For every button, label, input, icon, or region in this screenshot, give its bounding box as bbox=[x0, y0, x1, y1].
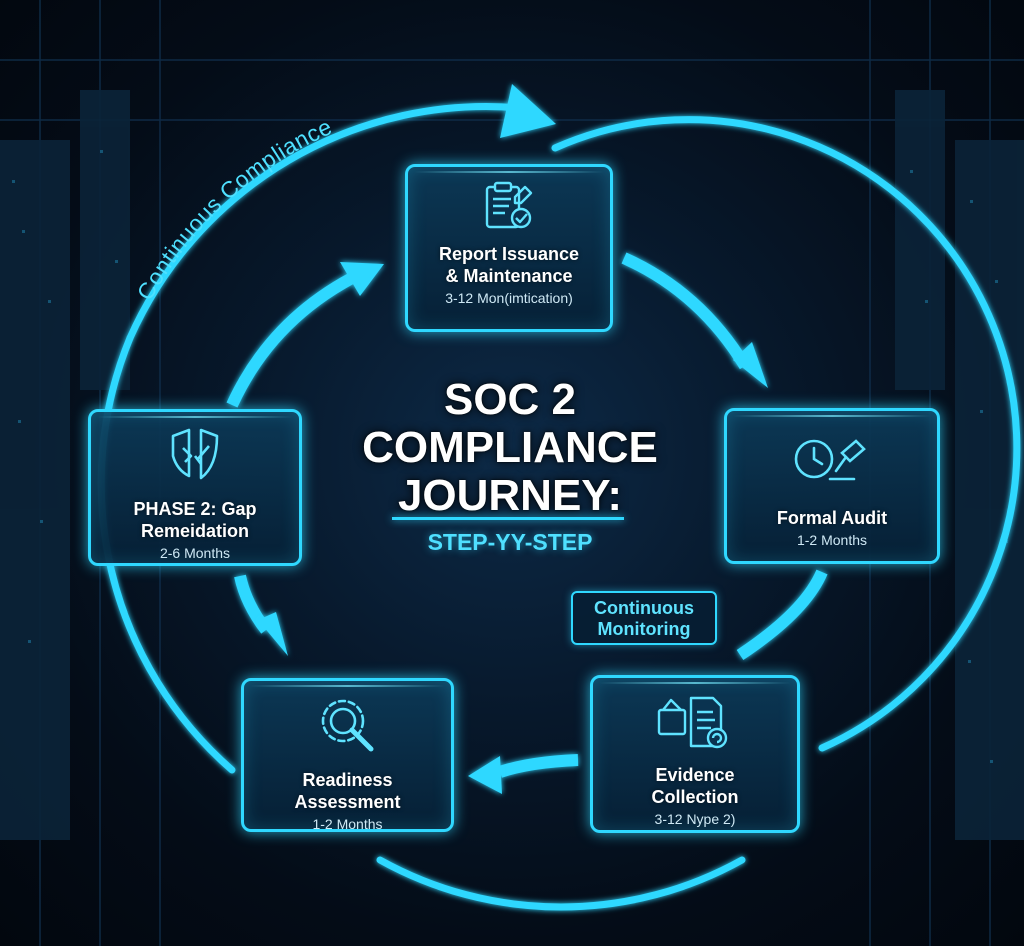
step-title: Readiness Assessment bbox=[294, 770, 401, 812]
diagram-title: SOC 2 COMPLIANCE JOURNEY: bbox=[362, 375, 658, 520]
step-title: PHASE 2: Gap Remeidation bbox=[133, 499, 257, 541]
clipboard-check-icon bbox=[485, 181, 533, 229]
step-title: Report Issuance & Maintenance bbox=[438, 244, 580, 286]
outer-loop-label: Continuous Compliance bbox=[132, 113, 336, 304]
step-duration: 2-6 Months bbox=[159, 545, 231, 561]
step-duration: 1-2 Months bbox=[796, 532, 868, 548]
step-card-evidence-collection[interactable]: Evidence Collection 3-12 Nype 2) bbox=[590, 675, 800, 833]
inner-arrowheads bbox=[258, 262, 768, 794]
step-card-formal-audit[interactable]: Formal Audit 1-2 Months bbox=[724, 408, 940, 564]
gear-magnifier-icon bbox=[321, 699, 373, 752]
step-duration: 3-12 Nype 2) bbox=[654, 811, 736, 827]
outer-compliance-loop bbox=[97, 103, 1021, 911]
step-card-report-issuance[interactable]: Report Issuance & Maintenance 3-12 Mon(i… bbox=[405, 164, 613, 332]
clock-gavel-icon bbox=[794, 439, 866, 481]
step-duration: 1-2 Months bbox=[312, 816, 383, 832]
step-title: Formal Audit bbox=[776, 508, 888, 528]
diagram-subtitle: STEP-YY-STEP bbox=[427, 529, 593, 555]
shield-wrench-icon bbox=[171, 428, 219, 480]
step-card-readiness-assessment[interactable]: Readiness Assessment 1-2 Months bbox=[241, 678, 454, 832]
title-divider bbox=[392, 517, 624, 520]
step-card-gap-remediation[interactable]: PHASE 2: Gap Remeidation 2-6 Months bbox=[88, 409, 302, 566]
outer-loop-arrowhead bbox=[500, 84, 556, 138]
documents-icon bbox=[657, 696, 728, 749]
step-title: Evidence Collection bbox=[651, 765, 739, 807]
continuous-monitoring-badge: Continuous Monitoring bbox=[571, 591, 717, 645]
step-duration: 3-12 Mon(imtication) bbox=[445, 290, 573, 306]
